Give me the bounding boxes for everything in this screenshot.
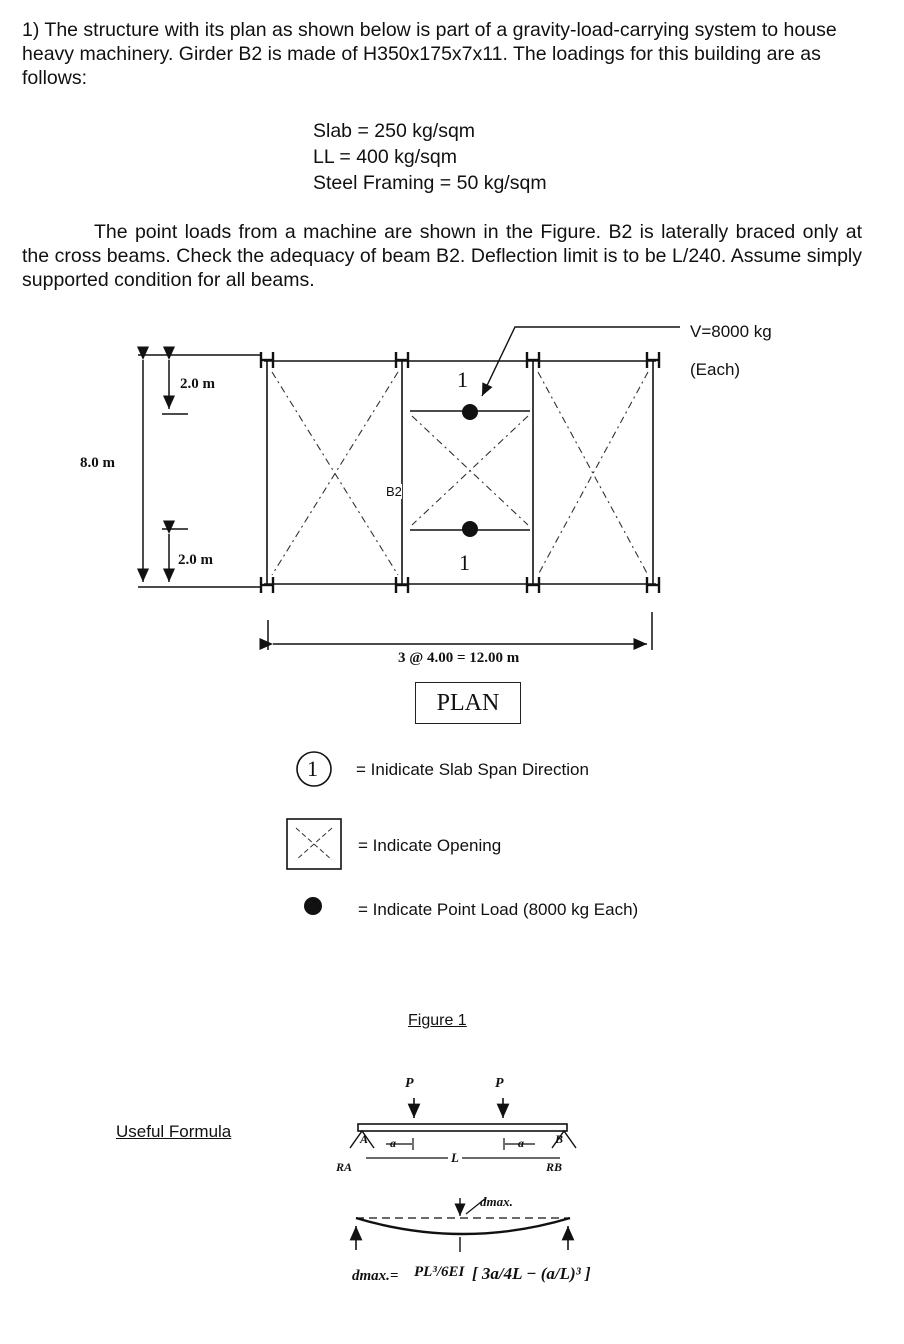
legend-slab-symbol-text: 1 — [307, 756, 318, 781]
column-h-icon — [259, 577, 275, 593]
slab-direction-mark-bottom: 1 — [459, 550, 470, 575]
slab-direction-symbol-icon — [296, 751, 332, 787]
column-h-icon — [645, 577, 661, 593]
problem-body: The point loads from a machine are shown… — [22, 221, 862, 291]
column-h-icon — [525, 577, 541, 593]
column-h-icon — [259, 352, 275, 368]
load-steel: Steel Framing = 50 kg/sqm — [313, 172, 547, 194]
opening-symbol-icon — [286, 818, 342, 870]
load-live: LL = 400 kg/sqm — [313, 146, 457, 168]
span-dimension-label: 3 @ 4.00 = 12.00 m — [398, 650, 520, 666]
formula-beam-diagram — [349, 1098, 577, 1252]
dimension-bottom-label: 2.0 m — [178, 552, 213, 568]
column-h-icon — [525, 352, 541, 368]
support-a-label: A — [360, 1132, 369, 1146]
equation-lhs: dmax.= — [352, 1268, 399, 1284]
support-b-label: B — [555, 1132, 564, 1146]
column-h-icon — [394, 577, 410, 593]
figure-caption: Figure 1 — [408, 1012, 467, 1029]
legend-slab-text: = Inidicate Slab Span Direction — [356, 760, 589, 779]
column-symbols — [259, 352, 661, 593]
dimension-lines — [137, 346, 653, 650]
slab-direction-mark-top: 1 — [457, 367, 468, 392]
load-p-right-label: P — [495, 1076, 504, 1091]
frame-beams — [264, 360, 656, 585]
column-h-icon — [394, 352, 410, 368]
formula-heading: Useful Formula — [116, 1122, 232, 1141]
beam-b2-label: B2 — [386, 484, 402, 499]
max-deflection-label: dmax. — [480, 1194, 513, 1209]
load-slab: Slab = 250 kg/sqm — [313, 120, 476, 142]
legend-opening-text: = Indicate Opening — [358, 836, 502, 855]
problem-intro: 1) The structure with its plan as shown … — [22, 19, 837, 89]
column-h-icon — [645, 352, 661, 368]
point-load-each-label: (Each) — [690, 360, 741, 379]
distance-a-right-label: a — [518, 1136, 524, 1150]
reaction-ra-label: RA — [336, 1160, 353, 1174]
equation-coefficient: PL³/6EI — [414, 1264, 465, 1280]
span-l-label: L — [451, 1150, 459, 1165]
point-load-bottom — [462, 521, 478, 537]
dimension-top-label: 2.0 m — [180, 376, 215, 392]
reaction-rb-label: RB — [546, 1160, 563, 1174]
opening-symbol-diagonals — [295, 827, 333, 861]
load-leader-line — [481, 326, 680, 397]
legend-point-load-text: = Indicate Point Load (8000 kg Each) — [358, 900, 639, 919]
plan-title: PLAN — [415, 682, 521, 724]
equation-bracket: [ 3a/4L − (a/L)³ ] — [472, 1264, 591, 1283]
distance-a-left-label: a — [390, 1136, 396, 1150]
dimension-total-label: 8.0 m — [80, 455, 115, 471]
load-p-left-label: P — [405, 1076, 414, 1091]
load-list: Slab = 250 kg/sqm LL = 400 kg/sqm Steel … — [313, 118, 547, 196]
point-load-symbol-icon — [304, 897, 322, 915]
opening-diagonals — [271, 371, 649, 576]
point-load-value-label: V=8000 kg — [690, 322, 772, 341]
point-load-top — [462, 404, 478, 420]
